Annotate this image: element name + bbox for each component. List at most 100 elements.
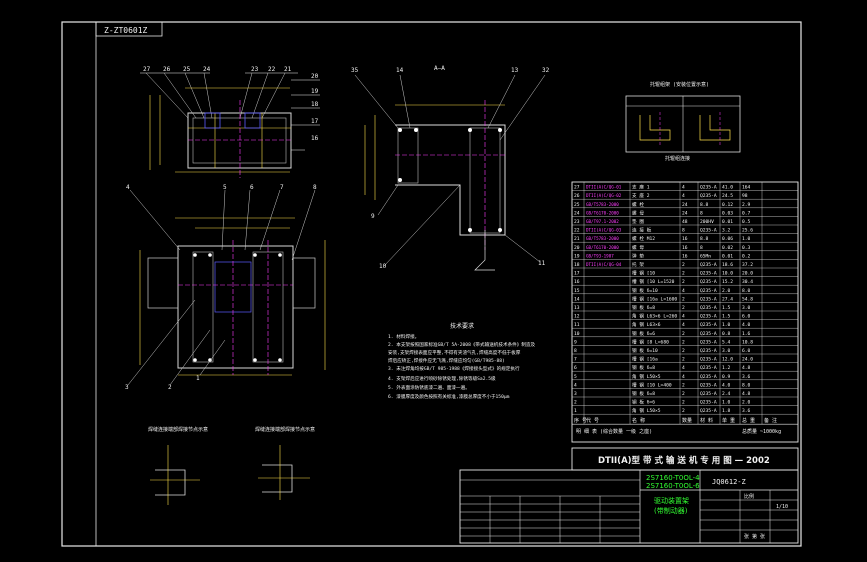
section-label: A—A (434, 65, 445, 72)
callout-11: 11 (538, 260, 546, 267)
bom-cell: 18.6 (722, 262, 733, 268)
bom-cell: 螺 栓 (632, 201, 644, 208)
bom-cell: 17 (574, 271, 580, 277)
bom-cell: 8 (682, 228, 685, 234)
bom-cell: Q235-A (700, 262, 717, 268)
svg-text:13: 13 (511, 67, 519, 74)
bom-cell: 钢 板 δ=8 (632, 304, 655, 311)
bom-cell: 0.03 (722, 210, 733, 216)
bom-cell: DTII(A)C/QG-03 (586, 228, 622, 233)
bom-cell: 8.8 (700, 202, 709, 208)
callout-4: 4 (126, 184, 130, 191)
bom-cell: 1.2 (722, 365, 731, 371)
bom-cell: 16 (574, 279, 580, 285)
bom-cell: 4 (682, 193, 685, 199)
bom-cell: 12.0 (722, 357, 733, 363)
bom-cell: 24.0 (742, 357, 753, 363)
bom-cell: 槽 钢 [8 L=680 (632, 338, 669, 345)
bom-cell: 2 (682, 296, 685, 302)
bom-cell: 螺 母 (632, 244, 644, 251)
bom-cell: 螺 栓 M12 (632, 235, 655, 242)
bom-cell: 0.8 (722, 331, 731, 337)
bom-cell: 11 (574, 322, 580, 328)
bom-cell: 20.0 (742, 271, 753, 277)
bom-header-cell: 总 重 (742, 417, 755, 424)
bom-cell: Q235-A (700, 374, 717, 380)
weld-details: 焊缝连接端部焊接节点示意 焊缝连接端部焊接节点示意 (148, 426, 315, 505)
plan-view: 4 5 6 7 8 1 2 3 (125, 184, 326, 391)
bom-cell: 16 (682, 245, 688, 251)
bom-cell: 连 接 板 (632, 227, 652, 234)
drawing-title: DTII(A)型 带 式 输 送 机 专 用 图 — 2002 (598, 455, 770, 466)
bom-cell: 2 (682, 279, 685, 285)
bom-cell: 支 座 1 (632, 184, 650, 191)
bom-cell: 角 钢 L50×5 (632, 373, 661, 380)
bom-cell: 0.3 (742, 245, 751, 251)
bom-cell: 8 (700, 245, 703, 251)
bom-cell: 12 (574, 314, 580, 320)
bom-cell: 41.0 (722, 185, 733, 191)
bom-cell: GB/T97.1-2002 (586, 219, 619, 224)
bom-cell: 7 (574, 357, 577, 363)
svg-text:张 第 张: 张 第 张 (744, 533, 765, 540)
note-line: 3. 未注焊角均按GB/T 985-1988《焊接接头型式》的规定执行 (388, 365, 520, 372)
bom-header-cell: 序 号 (574, 417, 587, 424)
bom-cell: 4 (682, 365, 685, 371)
callout-5: 5 (223, 184, 227, 191)
bom-cell: 2 (682, 382, 685, 388)
bom-cell: 18 (574, 262, 580, 268)
bom-cell: 4 (682, 314, 685, 320)
bom-cell: 23 (574, 219, 580, 225)
bom-cell: Q235-A (700, 185, 717, 191)
bom-cell: 65Mn (700, 253, 711, 259)
bom-cell: 4.0 (742, 322, 751, 328)
bom-cell: 48 (682, 219, 688, 225)
bom-cell: 螺 母 (632, 209, 644, 216)
bom-cell: 8 (700, 210, 703, 216)
bom-cell: DTII(A)C/QG-01 (586, 185, 622, 190)
bom-cell: 0.7 (742, 210, 751, 216)
bracket-detail: 托辊组架 (安装位置示意) 托辊组连接 (625, 81, 741, 162)
bom-cell: Q235-A (700, 331, 717, 337)
bom-cell: 2.4 (722, 391, 731, 397)
callout-9: 9 (371, 213, 375, 220)
drawing-number: JQ0612-Z (712, 478, 746, 486)
bom-cell: 2 (682, 305, 685, 311)
bom-cell: 2 (682, 271, 685, 277)
bom-cell: 1.0 (722, 400, 731, 406)
dim-26: 26 (163, 66, 171, 73)
bom-cell: 24 (682, 210, 688, 216)
bom-cell: 10.0 (722, 271, 733, 277)
bom-cell: 16 (682, 253, 688, 259)
bom-cell: 槽 钢 [16a L=1600 (632, 295, 677, 302)
bom-cell: 13 (574, 305, 580, 311)
bom-header-cell: 备 注 (764, 417, 777, 424)
bom-cell: 槽 钢 [10 L=400 (632, 381, 672, 388)
bom-cell: 4 (682, 185, 685, 191)
bom-cell: 6.0 (742, 314, 751, 320)
bom-cell: 1.8 (722, 408, 731, 414)
bom-cell: Q235-A (700, 305, 717, 311)
bom-cell: 19 (574, 253, 580, 259)
part-name-2: (带制动器) (654, 506, 688, 515)
bom-cell: Q235-A (700, 228, 717, 234)
dim-21: 21 (284, 66, 292, 73)
note-line: 4. 支架焊后应进行喷砂除锈处理,除锈等级Sa2.5级 (388, 375, 496, 382)
bom-cell: 0.02 (722, 245, 733, 251)
svg-text:14: 14 (396, 67, 404, 74)
bom-cell: 2 (574, 400, 577, 406)
bom-cell: 2 (682, 408, 685, 414)
callout-3: 3 (125, 384, 129, 391)
bom-cell: 8.0 (742, 288, 751, 294)
bom-cell: 3.0 (742, 305, 751, 311)
bom-cell: 3.2 (722, 228, 731, 234)
bom-footer-right: 总质量 ~1000kg (742, 428, 781, 435)
bom-cell: 钢 板 δ=6 (632, 330, 655, 337)
bom-cell: Q235-A (700, 400, 717, 406)
bom-cell: 钢 板 δ=10 (632, 287, 658, 294)
bom-cell: 2.9 (742, 202, 751, 208)
bom-cell: Q235-A (700, 382, 717, 388)
bom-cell: DTII(A)C/QG-04 (586, 262, 622, 267)
bom-cell: 2 (682, 262, 685, 268)
